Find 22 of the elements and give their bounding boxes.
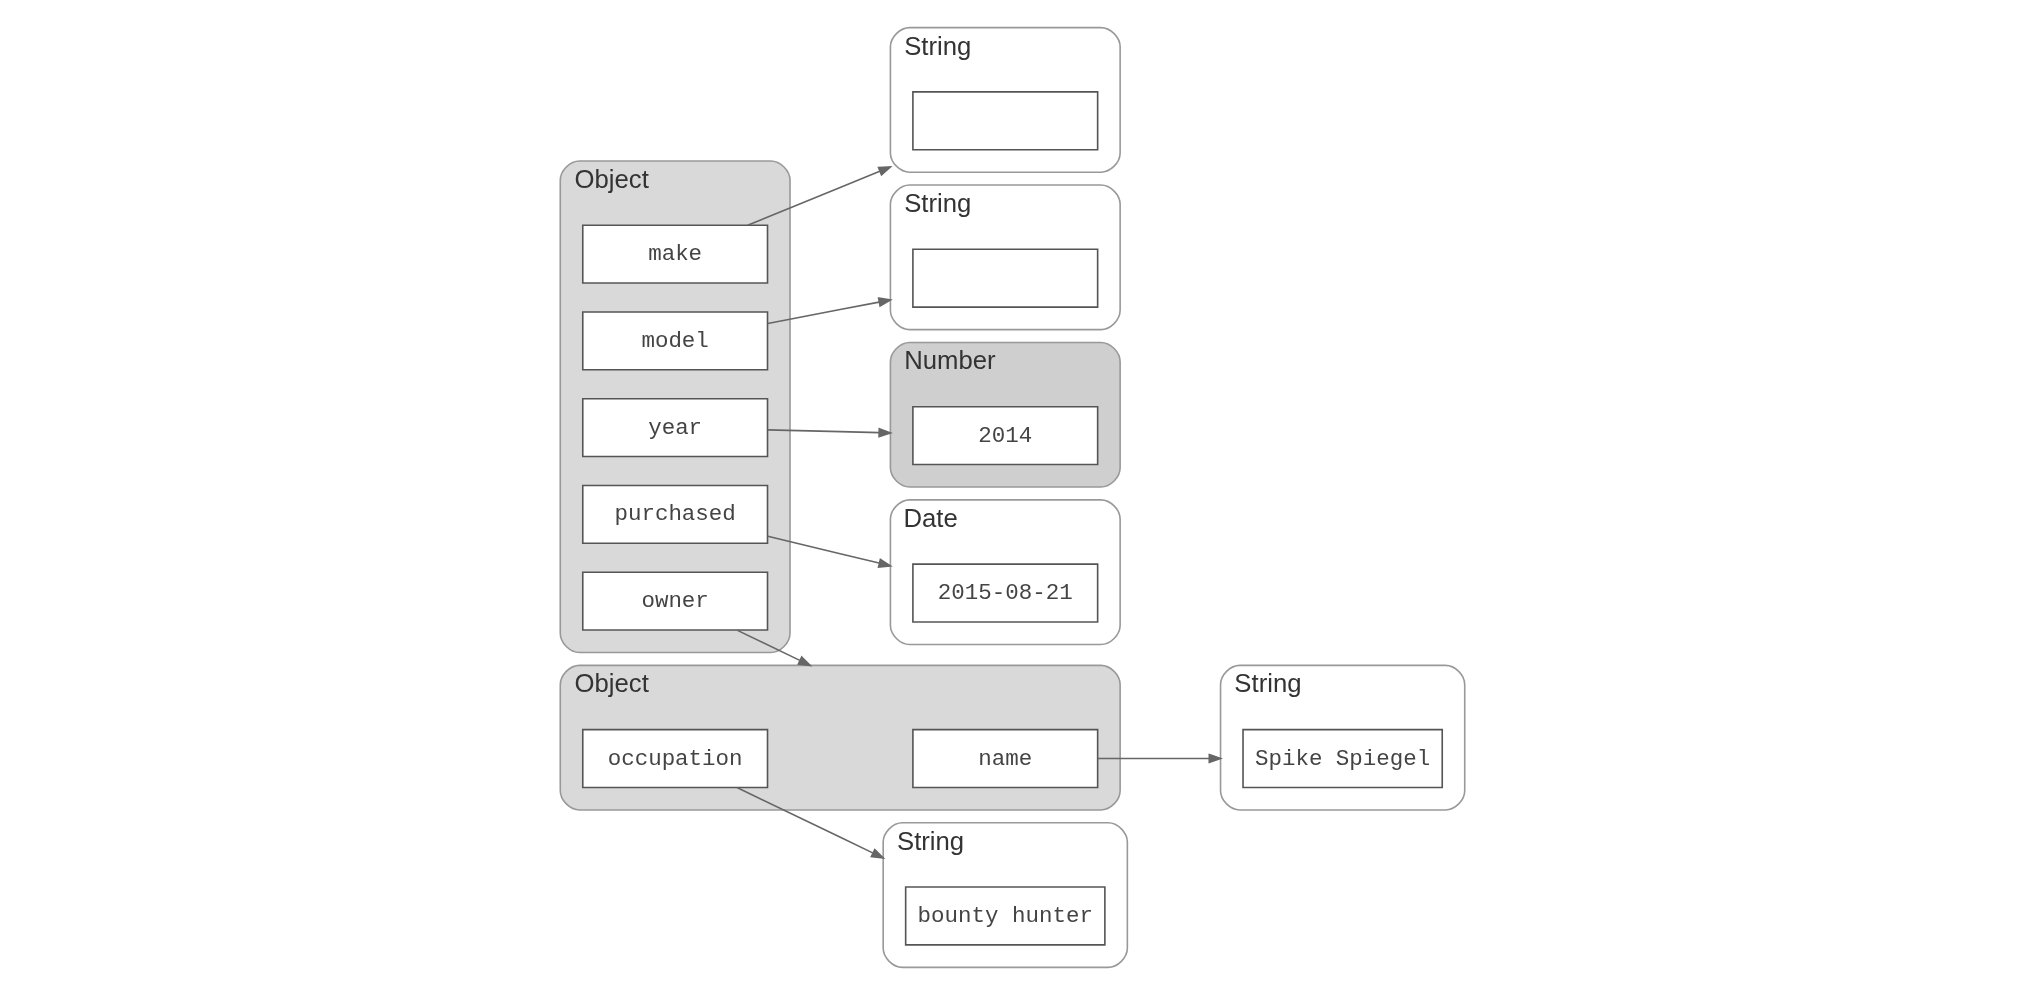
node-box: 2014 [912,405,1099,466]
node-box [912,91,1099,151]
node-box: year [581,397,769,458]
cluster: String [889,184,1121,331]
cluster: String [889,26,1121,173]
node-box: bounty hunter [904,886,1106,946]
arrow [767,427,893,438]
node-box: owner [581,571,769,631]
node-box: occupation [581,728,769,789]
arrow [736,629,813,667]
arrow [736,787,886,859]
node-box: purchased [581,484,769,545]
node-box: name [912,728,1099,789]
node-box: Spike Spiegel [1242,728,1444,789]
node-box: model [581,311,769,371]
node-box: 2015-08-21 [912,563,1099,623]
node-box [912,248,1099,308]
arrow [767,297,893,325]
node-box: make [581,224,769,284]
arrow [767,535,893,568]
arrow [1096,753,1223,764]
arrow [746,166,893,226]
